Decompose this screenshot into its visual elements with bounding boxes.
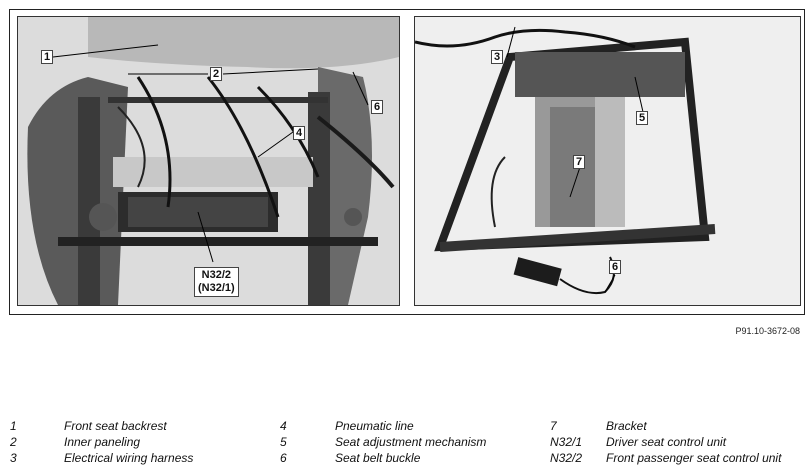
callout-4: 4 [293, 126, 306, 140]
callout-3: 3 [491, 50, 504, 64]
callout-2: 2 [210, 67, 223, 81]
callout-1: 1 [41, 50, 54, 64]
legend-key: 2 [10, 435, 17, 449]
legend-key: 1 [10, 419, 17, 433]
legend-text: Front passenger seat control unit [606, 451, 782, 465]
figure-frame [9, 9, 805, 315]
seat-frame-drawing [415, 17, 800, 305]
seat-frame-photo [414, 16, 801, 306]
seat-underside-drawing [18, 17, 399, 305]
legend-key: 5 [280, 435, 287, 449]
legend-text: Bracket [606, 419, 647, 433]
callout-5: 5 [636, 111, 649, 125]
legend-text: Inner paneling [64, 435, 141, 449]
legend-key: N32/1 [550, 435, 583, 449]
callout-n32-2: N32/2 [201, 269, 232, 281]
legend-key: 6 [280, 451, 287, 465]
callout-control-unit: N32/2 (N32/1) [194, 267, 239, 297]
callout-7: 7 [573, 155, 586, 169]
legend-text: Seat adjustment mechanism [335, 435, 487, 449]
legend-key: 7 [550, 419, 557, 433]
seat-underside-photo [17, 16, 400, 306]
callout-6-right: 6 [609, 260, 622, 274]
callout-n32-1: (N32/1) [198, 282, 235, 294]
legend-text: Electrical wiring harness [64, 451, 194, 465]
legend-key: 4 [280, 419, 287, 433]
figure-id: P91.10-3672-08 [735, 326, 800, 336]
legend-key: 3 [10, 451, 17, 465]
legend-text: Seat belt buckle [335, 451, 421, 465]
callout-6-left: 6 [371, 100, 384, 114]
legend-text: Front seat backrest [64, 419, 167, 433]
legend-text: Pneumatic line [335, 419, 414, 433]
legend-text: Driver seat control unit [606, 435, 727, 449]
legend-key: N32/2 [550, 451, 583, 465]
